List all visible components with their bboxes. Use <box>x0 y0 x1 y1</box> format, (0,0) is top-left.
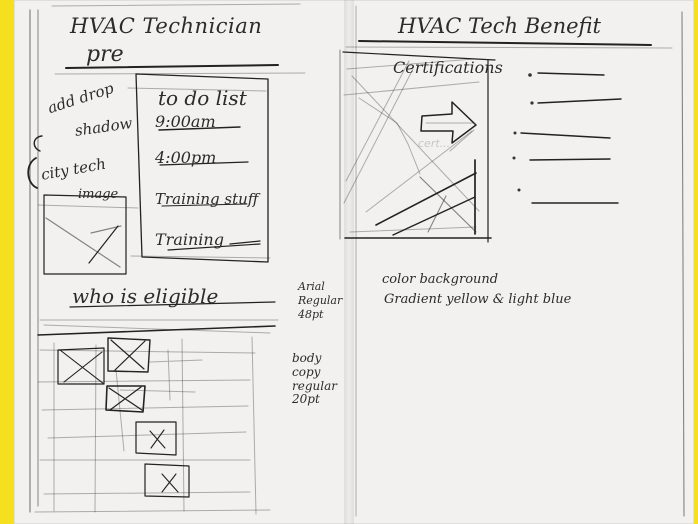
book-gutter <box>344 0 354 524</box>
todo-list-title: to do list <box>158 86 247 110</box>
todo-item: Training stuff <box>155 190 259 208</box>
left-page-sketch-lines <box>27 3 306 515</box>
todo-item: 4:00pm <box>155 148 217 167</box>
todo-item: 9:00am <box>155 112 216 131</box>
color-note-line-2: Gradient yellow & light blue <box>384 292 572 307</box>
right-page-title: HVAC Tech Benefit <box>398 14 601 38</box>
todo-item: Training <box>155 230 224 249</box>
eligible-heading: who is eligible <box>72 284 219 308</box>
font-spec-note: Arial Regular 48pt <box>298 280 343 321</box>
body-copy-line-4: 20pt <box>292 392 320 407</box>
body-copy-line-2: copy <box>292 364 321 379</box>
body-copy-line-3: regular <box>292 378 337 393</box>
left-page-title: HVAC Technician <box>70 14 263 38</box>
certifications-label: Certifications <box>393 58 503 77</box>
font-spec-line-2: Regular <box>298 293 343 307</box>
faint-label: cert... <box>418 137 451 150</box>
color-note-line-1: color background <box>382 272 499 287</box>
left-page-subtitle: pre <box>86 42 124 67</box>
paper-sheet <box>14 0 694 524</box>
city-image-note-line-2: image <box>78 187 119 202</box>
body-copy-note: body copy regular 20pt <box>292 351 337 407</box>
font-spec-line-1: Arial <box>298 280 325 293</box>
right-page-sketch-lines <box>339 5 685 517</box>
font-spec-line-3: 48pt <box>298 307 324 321</box>
body-copy-line-1: body <box>292 351 322 365</box>
